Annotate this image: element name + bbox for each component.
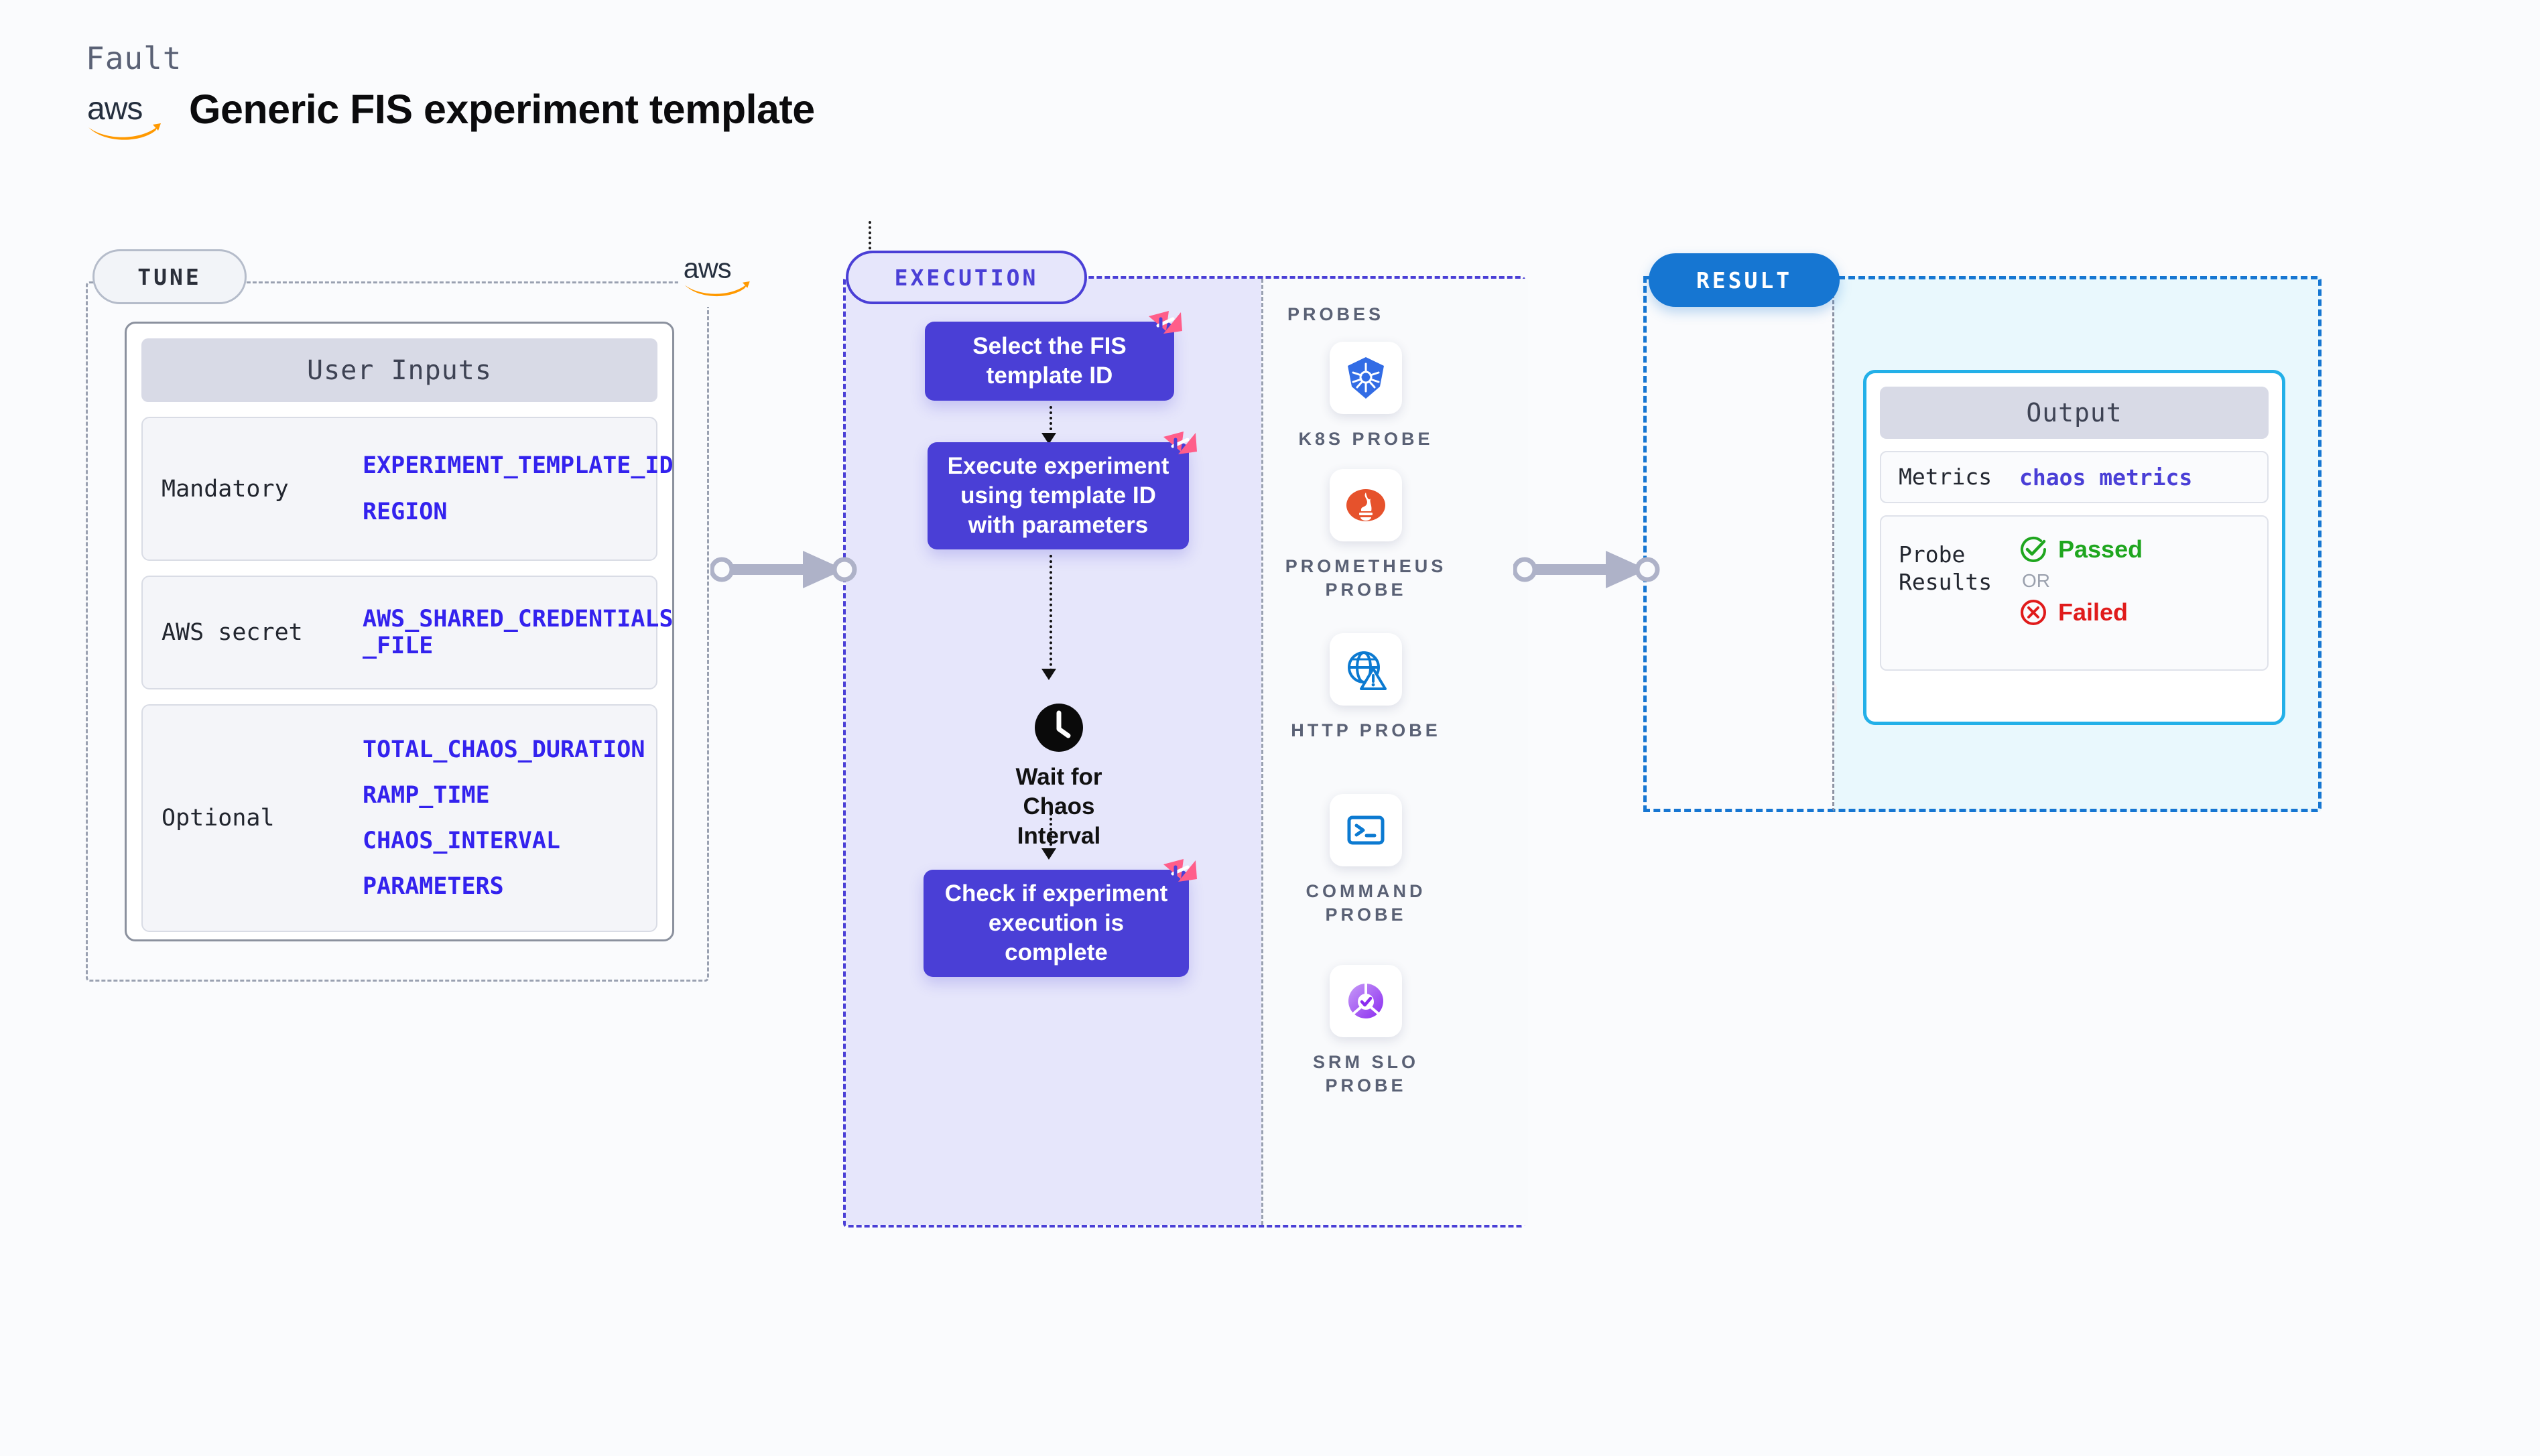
- result-pill[interactable]: RESULT: [1649, 253, 1840, 307]
- x-circle-icon: [2021, 600, 2046, 625]
- verdict-or: OR: [2022, 570, 2050, 591]
- tune-pill[interactable]: TUNE: [92, 249, 247, 304]
- flow-step-check-complete[interactable]: Check if experiment execution is complet…: [924, 859, 1197, 977]
- output-card: Output Metrics chaos metrics Probe Resul…: [1863, 370, 2285, 725]
- flow-arrow-head: [1041, 848, 1056, 860]
- flow-arrow-head: [1041, 433, 1056, 444]
- probes-section-label: PROBES: [1287, 304, 1385, 324]
- probe-k8s[interactable]: K8S PROBE: [1265, 342, 1466, 451]
- probe-label: PROMETHEUS PROBE: [1285, 556, 1447, 600]
- input-group-label: AWS secret: [162, 619, 303, 646]
- http-globe-warning-icon: [1330, 633, 1402, 706]
- flow-arrow-line: [1050, 803, 1052, 851]
- probe-srm-slo[interactable]: SRM SLO PROBE: [1265, 965, 1466, 1098]
- output-title: Output: [1880, 387, 2269, 439]
- probe-label: COMMAND PROBE: [1306, 881, 1426, 925]
- input-group-label: Mandatory: [162, 475, 289, 503]
- probe-label: HTTP PROBE: [1291, 720, 1441, 740]
- input-group-optional: Optional TOTAL_CHAOS_DURATION RAMP_TIME …: [141, 704, 657, 932]
- input-variable: RAMP_TIME: [363, 781, 490, 809]
- connector-execution-to-result: [1513, 529, 1661, 610]
- input-variable: EXPERIMENT_TEMPLATE_ID: [363, 452, 674, 480]
- user-inputs-title: User Inputs: [141, 338, 657, 402]
- input-variable: TOTAL_CHAOS_DURATION: [363, 736, 645, 763]
- verdict-label: Passed: [2058, 535, 2143, 563]
- header-kicker: Fault: [86, 40, 182, 76]
- input-variable: PARAMETERS: [363, 873, 504, 901]
- output-metrics-label: Metrics: [1899, 464, 1992, 490]
- probe-label: SRM SLO PROBE: [1312, 1052, 1419, 1096]
- aws-badge-icon: aws: [678, 243, 759, 307]
- output-probe-label: Probe Results: [1899, 541, 1992, 596]
- harness-icon: [1146, 308, 1184, 342]
- srm-slo-icon: [1330, 965, 1402, 1037]
- page-header: Fault aws Generic FIS experiment templat…: [86, 40, 815, 141]
- terminal-icon: [1330, 794, 1402, 866]
- output-row-metrics: Metrics chaos metrics: [1880, 451, 2269, 503]
- execution-top-tick: [869, 221, 871, 255]
- execution-pill[interactable]: EXECUTION: [846, 251, 1087, 304]
- probe-label: K8S PROBE: [1298, 429, 1434, 449]
- input-group-mandatory: Mandatory EXPERIMENT_TEMPLATE_ID REGION: [141, 417, 674, 561]
- kubernetes-icon: [1330, 342, 1402, 414]
- flow-step-label: Check if experiment execution is complet…: [944, 880, 1168, 966]
- flow-step-label: Select the FIS template ID: [972, 333, 1127, 389]
- flow-step-execute-experiment[interactable]: Execute experiment using template ID wit…: [928, 432, 1197, 549]
- flow-arrow-line: [1050, 555, 1052, 671]
- flow-step-wait-interval: Wait for Chaos Interval: [992, 702, 1126, 850]
- user-inputs-card: User Inputs Mandatory EXPERIMENT_TEMPLAT…: [125, 322, 674, 941]
- flow-arrow-head: [1041, 669, 1056, 680]
- aws-logo: aws: [86, 88, 166, 141]
- input-variable: AWS_SHARED_CREDENTIALS _FILE: [363, 605, 674, 659]
- svg-text:aws: aws: [87, 91, 142, 127]
- flow-step-label: Execute experiment using template ID wit…: [947, 453, 1169, 538]
- tune-panel: [86, 281, 709, 982]
- clock-icon: [1035, 704, 1083, 752]
- connector-tune-to-execution: [710, 529, 858, 610]
- flow-step-select-template[interactable]: Select the FIS template ID: [925, 311, 1182, 401]
- input-variable: REGION: [363, 498, 448, 525]
- verdict-passed: Passed: [2019, 535, 2143, 564]
- input-variable: CHAOS_INTERVAL: [363, 828, 561, 854]
- probe-prometheus[interactable]: PROMETHEUS PROBE: [1265, 469, 1466, 602]
- probes-column: PROBES: [1261, 279, 1528, 1225]
- input-group-label: Optional: [162, 805, 275, 832]
- verdict-label: Failed: [2058, 598, 2129, 626]
- prometheus-icon: [1330, 469, 1402, 541]
- probe-command[interactable]: COMMAND PROBE: [1265, 794, 1466, 927]
- check-circle-icon: [2021, 537, 2046, 562]
- page-title: Generic FIS experiment template: [189, 86, 815, 132]
- verdict-failed: Failed: [2019, 598, 2143, 626]
- wait-label: Wait for Chaos Interval: [1015, 764, 1102, 849]
- probe-http[interactable]: HTTP PROBE: [1265, 633, 1466, 742]
- header-brand-row: aws Generic FIS experiment template: [86, 86, 815, 141]
- input-group-aws-secret: AWS secret AWS_SHARED_CREDENTIALS _FILE: [141, 576, 674, 689]
- svg-text:aws: aws: [684, 253, 731, 284]
- output-metrics-value: chaos metrics: [2019, 464, 2193, 490]
- result-status-column: [1643, 276, 1834, 812]
- harness-icon: [1161, 856, 1198, 890]
- harness-icon: [1161, 429, 1198, 462]
- output-row-probe-results: Probe Results Passed OR Failed: [1880, 515, 2269, 671]
- flow-arrow-line: [1050, 406, 1052, 436]
